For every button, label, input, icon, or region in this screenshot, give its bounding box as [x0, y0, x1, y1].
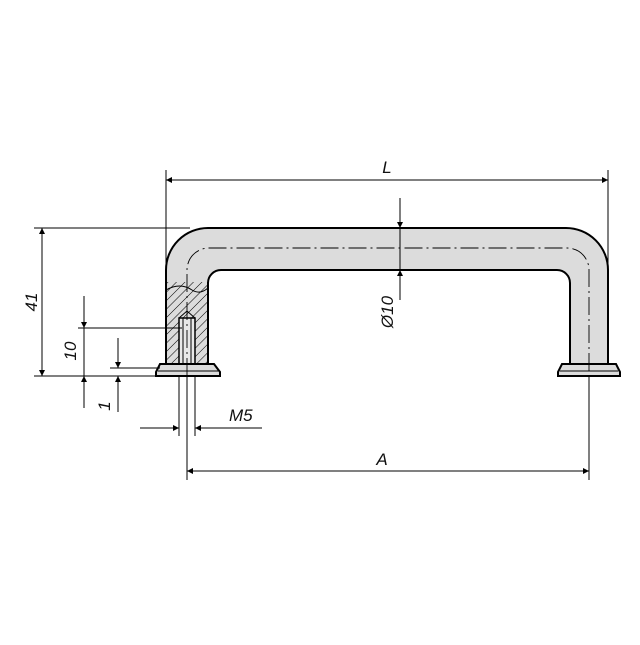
- left-foot: [155, 363, 221, 377]
- left-leg-outline: [165, 282, 209, 364]
- dim-41-label: 41: [22, 293, 41, 312]
- dim-10-label: 10: [61, 341, 80, 360]
- dim-1-label: 1: [95, 401, 114, 410]
- dim-m5-label: M5: [229, 406, 253, 425]
- dim-d10-label: Ø10: [378, 295, 397, 329]
- rod-centerline: [186, 247, 590, 376]
- handle-body: [165, 227, 609, 365]
- dim-l-label: L: [382, 158, 391, 177]
- dim-a-label: A: [375, 450, 387, 469]
- section-break-line: [165, 285, 209, 293]
